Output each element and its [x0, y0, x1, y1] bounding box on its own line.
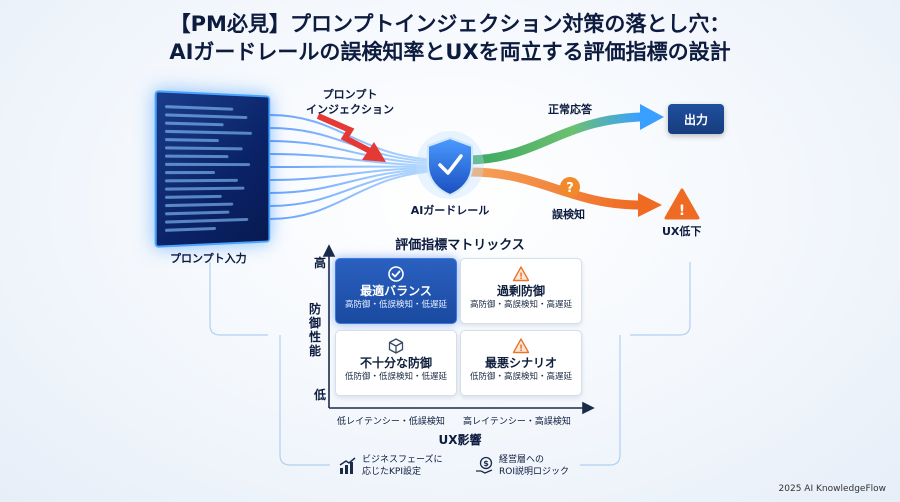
- x-axis-right-tick: 高レイテンシー・高誤検知: [463, 414, 571, 427]
- warning-icon: !: [461, 265, 581, 283]
- warning-icon: !: [666, 190, 698, 219]
- quadrant-worst: ! 最悪シナリオ 低防御・高誤検知・高遅延: [460, 330, 582, 396]
- roi-line-1: 経営層への: [499, 454, 569, 466]
- check-icon: [336, 265, 456, 283]
- chart-growth-icon: [338, 456, 358, 476]
- roi-line-2: ROI説明ロジック: [499, 466, 569, 478]
- quadrant-overdefense: ! 過剰防御 高防御・高誤検知・高遅延: [460, 258, 582, 324]
- svg-text:!: !: [519, 344, 523, 354]
- y-axis-low: 低: [314, 386, 326, 403]
- output-box: 出力: [668, 104, 724, 134]
- svg-text:!: !: [519, 272, 523, 282]
- injection-arrow: [318, 116, 386, 162]
- quadrant-title: 最適バランス: [336, 283, 456, 299]
- quadrant-insufficient: 不十分な防御 低防御・低誤検知・低遅延: [335, 330, 457, 396]
- guardrail-label: AIガードレール: [400, 202, 500, 218]
- quadrant-subtitle: 高防御・低誤検知・低遅延: [336, 299, 456, 311]
- prompt-input-screen: [155, 90, 271, 248]
- svg-text:$: $: [483, 459, 489, 468]
- quadrant-optimal: 最適バランス 高防御・低誤検知・低遅延: [335, 258, 457, 324]
- prompt-input-label: プロンプト入力: [170, 250, 247, 266]
- quadrant-title: 不十分な防御: [336, 355, 456, 371]
- dollar-hand-icon: $: [475, 456, 495, 476]
- quadrant-title: 最悪シナリオ: [461, 355, 581, 371]
- y-axis-high: 高: [314, 254, 326, 271]
- question-icon: ?: [560, 177, 580, 197]
- quadrant-subtitle: 高防御・高誤検知・高遅延: [461, 299, 581, 311]
- cube-icon: [336, 337, 456, 355]
- quadrant-subtitle: 低防御・高誤検知・高遅延: [461, 371, 581, 383]
- svg-text:!: !: [679, 203, 685, 219]
- svg-text:?: ?: [566, 181, 574, 196]
- x-axis-label: UX影響: [420, 431, 500, 448]
- ux-drop-label: UX低下: [662, 223, 701, 239]
- warning-icon: !: [461, 337, 581, 355]
- footer-credit: 2025 AI KnowledgeFlow: [779, 484, 886, 494]
- false-positive-label: 誤検知: [552, 206, 585, 222]
- normal-response-label: 正常応答: [548, 101, 592, 117]
- y-axis-label: 防御性能: [307, 302, 323, 358]
- kpi-line-1: ビジネスフェーズに: [362, 454, 443, 466]
- injection-label: プロンプト インジェクション: [300, 87, 400, 117]
- quadrant-title: 過剰防御: [461, 283, 581, 299]
- quadrant-subtitle: 低防御・低誤検知・低遅延: [336, 371, 456, 383]
- matrix-title: 評価指標マトリックス: [330, 234, 590, 253]
- shield-icon: [416, 131, 484, 199]
- x-axis-left-tick: 低レイテンシー・低誤検知: [337, 414, 445, 427]
- kpi-line-2: 応じたKPI設定: [362, 466, 443, 478]
